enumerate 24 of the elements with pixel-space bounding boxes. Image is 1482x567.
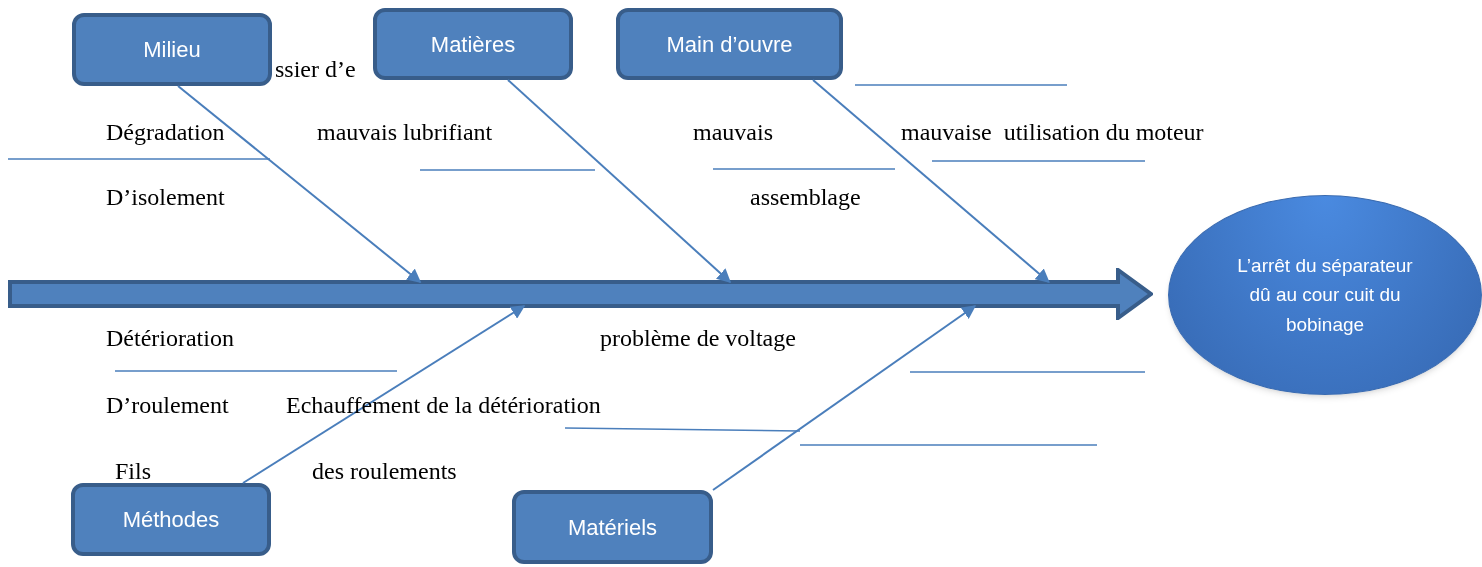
category-box: Main d’ouvre	[616, 8, 843, 80]
cause-text: D’roulement	[106, 391, 229, 419]
arrow	[812, 79, 1050, 283]
cause-text: ssier d’e	[275, 55, 356, 83]
arrow	[507, 79, 732, 283]
cause-text: Détérioration	[106, 324, 234, 352]
cause-text: assemblage	[750, 183, 861, 211]
cause-text: D’isolement	[106, 183, 225, 211]
category-box: Matériels	[512, 490, 713, 564]
arrow	[712, 305, 977, 491]
spine-arrow	[8, 268, 1153, 320]
cause-text: Dégradation	[106, 118, 225, 146]
cause-text: mauvais	[693, 118, 773, 146]
cause-text: mauvaise utilisation du moteur	[901, 118, 1204, 146]
cause-text: des roulements	[312, 457, 457, 485]
arrow	[242, 305, 526, 484]
category-box: Milieu	[72, 13, 272, 86]
effect-ellipse: L’arrêt du séparateur dû au cour cuit du bobinage	[1168, 195, 1482, 395]
category-box: Méthodes	[71, 483, 271, 556]
category-box: Matières	[373, 8, 573, 80]
cause-text: problème de voltage	[600, 324, 796, 352]
arrow	[177, 85, 422, 283]
cause-text: Fils	[115, 457, 152, 485]
cause-text: mauvais lubrifiant	[317, 118, 493, 146]
